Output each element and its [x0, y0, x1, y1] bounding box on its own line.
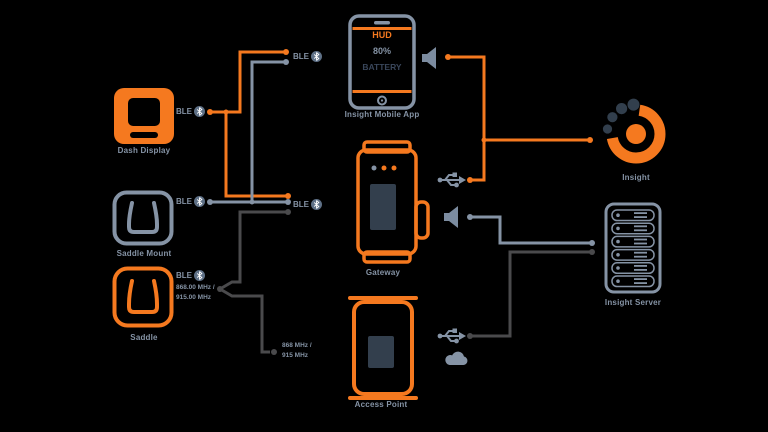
- access-point-freq-2: 915 MHz: [282, 352, 309, 359]
- saddle-orange-device: [112, 266, 174, 328]
- gateway-icon: [356, 140, 430, 264]
- gateway-speaker-icon: [442, 204, 464, 230]
- gateway-label: Gateway: [365, 268, 401, 277]
- saddle-orange-icon: [112, 266, 174, 328]
- phone-screen-line2: 80%: [372, 46, 391, 56]
- access-point-usb-icon: [436, 326, 466, 346]
- gateway-usb-icon: [436, 170, 466, 190]
- phone-screen-line1: HUD: [372, 30, 392, 40]
- bluetooth-icon: [311, 51, 322, 62]
- display-ble-badge: BLE: [176, 106, 205, 117]
- bluetooth-icon: [311, 199, 322, 210]
- saddle-gray-icon: [112, 190, 174, 246]
- access-point-icon: [348, 296, 418, 400]
- insight-label: Insight: [622, 173, 650, 182]
- display-device-icon: [114, 88, 174, 144]
- phone-ble-badge: BLE: [293, 51, 322, 62]
- saddle-gray-device: [112, 190, 174, 246]
- gateway-device: [346, 138, 430, 268]
- access-point-device: [342, 292, 426, 404]
- phone-device: [348, 14, 416, 110]
- phone-icon: [348, 14, 416, 110]
- bluetooth-icon: [194, 106, 205, 117]
- saddle-gray-label: Saddle Mount: [116, 249, 172, 258]
- display-device: [112, 86, 176, 146]
- server-label: Insight Server: [604, 298, 662, 307]
- saddle-orange-freq-1: 868.00 MHz /: [176, 284, 215, 291]
- saddle-orange-label: Saddle: [130, 333, 158, 342]
- server-device: [604, 202, 662, 294]
- bluetooth-icon: [194, 196, 205, 207]
- access-point-freq-1: 868 MHz /: [282, 342, 312, 349]
- phone-screen-line3: BATTERY: [362, 62, 402, 72]
- ble-text: BLE: [293, 200, 309, 209]
- ble-text: BLE: [176, 107, 192, 116]
- access-point-label: Access Point: [354, 400, 408, 409]
- phone-label: Insight Mobile App: [344, 110, 420, 119]
- cloud-icon: [444, 348, 472, 368]
- ble-text: BLE: [176, 271, 192, 280]
- saddle-gray-ble-badge: BLE: [176, 196, 205, 207]
- ble-text: BLE: [293, 52, 309, 61]
- saddle-orange-ble-badge: BLE: [176, 270, 205, 281]
- phone-speaker-icon: [420, 45, 442, 71]
- ble-text: BLE: [176, 197, 192, 206]
- saddle-orange-freq-2: 915.00 MHz: [176, 294, 212, 301]
- display-label: Dash Display: [117, 146, 171, 155]
- server-icon: [604, 202, 662, 294]
- bluetooth-icon: [194, 270, 205, 281]
- insight-logo: [596, 96, 676, 172]
- gateway-ble-badge: BLE: [293, 199, 322, 210]
